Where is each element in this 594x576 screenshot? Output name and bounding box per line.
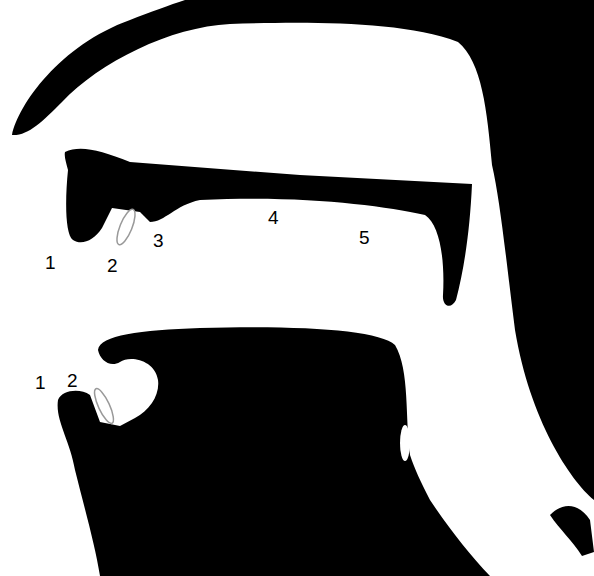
epiglottis xyxy=(400,425,410,461)
upper-jaw xyxy=(65,149,472,306)
callout-number: 2 xyxy=(67,371,78,390)
tongue-and-jaw xyxy=(58,327,490,576)
callout-number: 2 xyxy=(107,256,118,275)
callout-number: 3 xyxy=(153,231,164,250)
upper-tooth xyxy=(113,207,138,247)
callout-number: 1 xyxy=(35,373,46,392)
lower-tooth xyxy=(91,386,117,425)
callout-number: 5 xyxy=(359,228,370,247)
callout-number: 4 xyxy=(268,208,279,227)
larynx-part xyxy=(550,506,594,556)
callout-number: 1 xyxy=(45,253,56,272)
